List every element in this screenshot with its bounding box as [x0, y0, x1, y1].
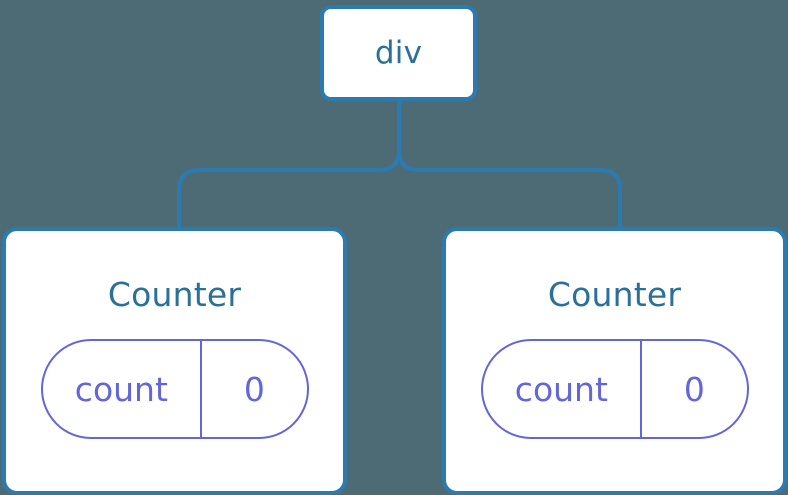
state-key-label: count — [514, 369, 608, 409]
node-root-div[interactable]: div — [320, 5, 477, 101]
state-value-label: 0 — [683, 369, 705, 409]
state-key-cell: count — [43, 341, 203, 437]
node-counter-2[interactable]: Counter count 0 — [442, 227, 787, 495]
connector-root-to-right-child — [397, 101, 622, 229]
node-counter-1-label: Counter — [107, 275, 242, 314]
node-root-label: div — [374, 34, 423, 71]
node-counter-1[interactable]: Counter count 0 — [2, 227, 347, 495]
state-key-label: count — [74, 369, 168, 409]
state-value-label: 0 — [243, 369, 265, 409]
state-value-cell: 0 — [642, 341, 746, 437]
state-value-cell: 0 — [202, 341, 306, 437]
connector-root-to-left-child — [177, 101, 401, 229]
state-pill-counter-2: count 0 — [480, 339, 749, 439]
node-counter-2-label: Counter — [547, 275, 682, 314]
state-pill-counter-1: count 0 — [40, 339, 309, 439]
state-key-cell: count — [483, 341, 643, 437]
